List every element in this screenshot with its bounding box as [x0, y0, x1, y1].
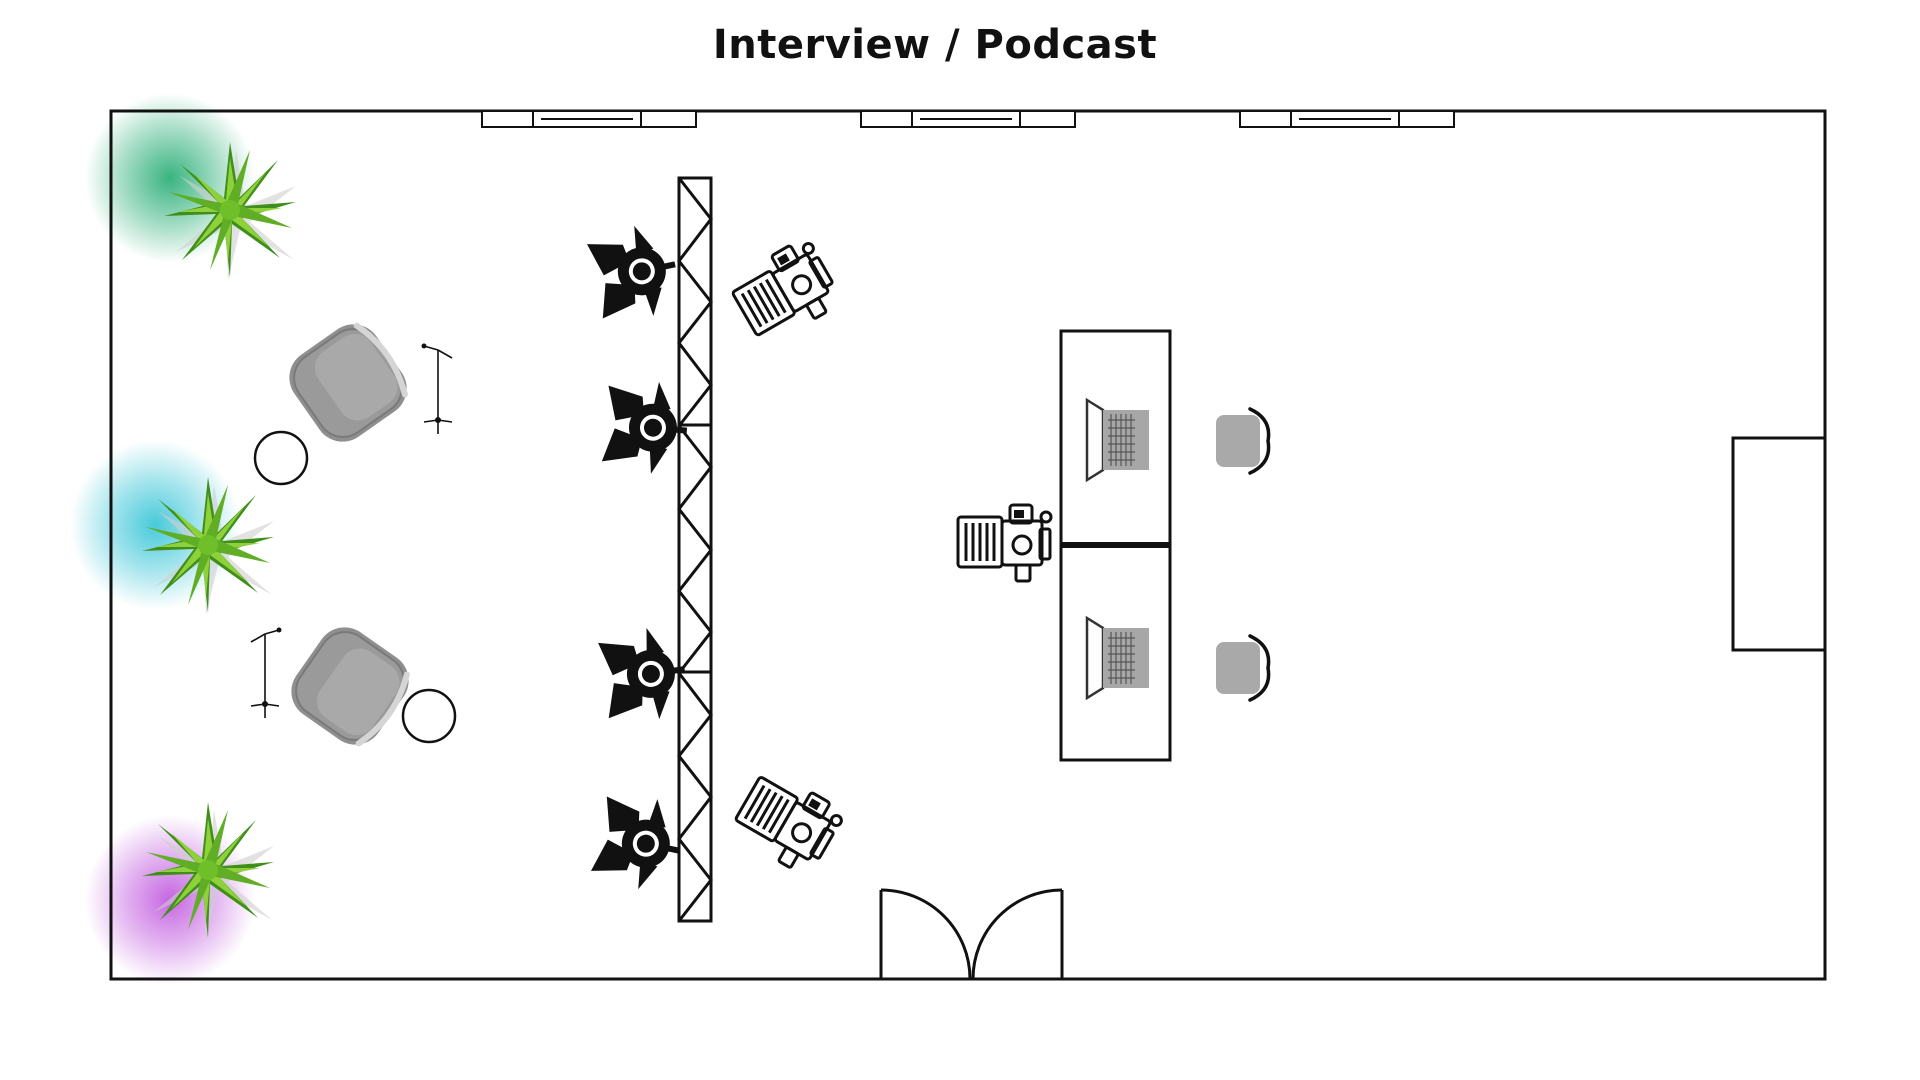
studio-light-1 [585, 219, 685, 327]
mic-stand-bottom [250, 626, 283, 719]
wall-cabinet [1731, 436, 1827, 652]
window-2 [860, 110, 1076, 128]
window-3 [1239, 110, 1455, 128]
side-table-top [253, 430, 309, 486]
camera-bottom [726, 764, 849, 880]
desk-chair-bottom [1214, 634, 1271, 702]
window-1 [481, 110, 697, 128]
studio-light-3 [596, 623, 691, 727]
studio-light-2 [601, 377, 691, 477]
studio-light-4 [589, 788, 689, 896]
desk-chair-top [1214, 407, 1271, 475]
laptop-bottom [1085, 616, 1151, 700]
double-door [860, 888, 1080, 982]
desk [1059, 329, 1172, 762]
side-table-bottom [401, 688, 457, 744]
room-walls [109, 109, 1827, 981]
mic-stand-top [420, 342, 453, 435]
camera-top [724, 234, 847, 350]
armchair-bottom [280, 616, 419, 755]
laptop-top [1085, 398, 1151, 482]
camera-center [956, 503, 1053, 583]
diagram-title: Interview / Podcast [712, 22, 1158, 68]
lighting-truss [677, 176, 713, 923]
armchair-top [278, 313, 417, 452]
